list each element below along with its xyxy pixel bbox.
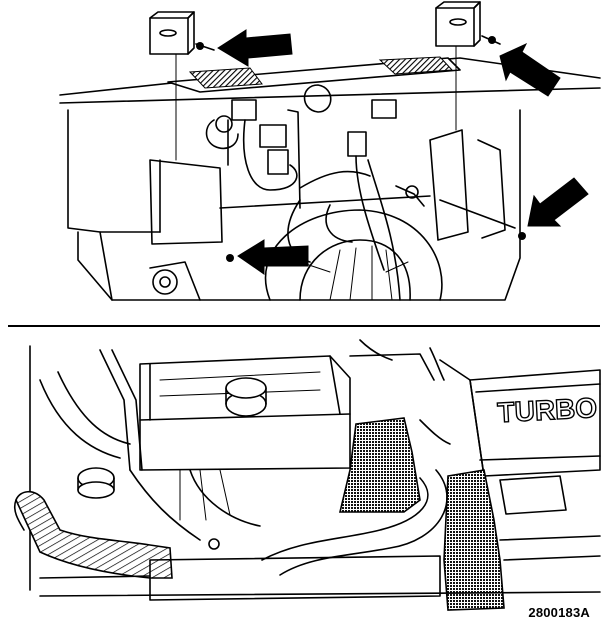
turbo-lettering: TURBO (497, 392, 598, 428)
wiring-harness (205, 84, 425, 301)
lower-radiator-hose (443, 469, 505, 611)
turbo-intercooler-housing: TURBO (429, 347, 601, 481)
figure-code-label: 2800183A (528, 605, 590, 620)
lower-bracket (149, 199, 526, 301)
callout-arrows (217, 29, 589, 275)
radiator-core (39, 535, 601, 601)
lower-right-screw (518, 232, 526, 240)
lower-left-screw (226, 254, 234, 262)
left-pipework (39, 349, 201, 541)
upper-radiator-hose (338, 417, 421, 513)
right-mounting-clip (435, 1, 481, 131)
oil-filler-cap (225, 377, 267, 417)
arrow-lower-right-icon (527, 177, 589, 227)
top-panel-fan-shroud (59, 1, 601, 301)
radiator-shroud (67, 109, 521, 301)
arrow-left-clip-icon (217, 29, 293, 67)
left-mounting-clip (149, 11, 195, 161)
bypass-hose (261, 469, 448, 576)
engine-details (179, 339, 567, 550)
right-clip-screw (481, 35, 501, 45)
left-clip-screw (195, 42, 215, 51)
bottom-panel-engine-bay: TURBO (13, 339, 601, 611)
arrow-right-clip-icon (499, 42, 561, 97)
coolant-reservoir-cap (77, 467, 115, 499)
arrow-lower-left-icon (237, 239, 309, 275)
intake-hose (13, 490, 173, 579)
